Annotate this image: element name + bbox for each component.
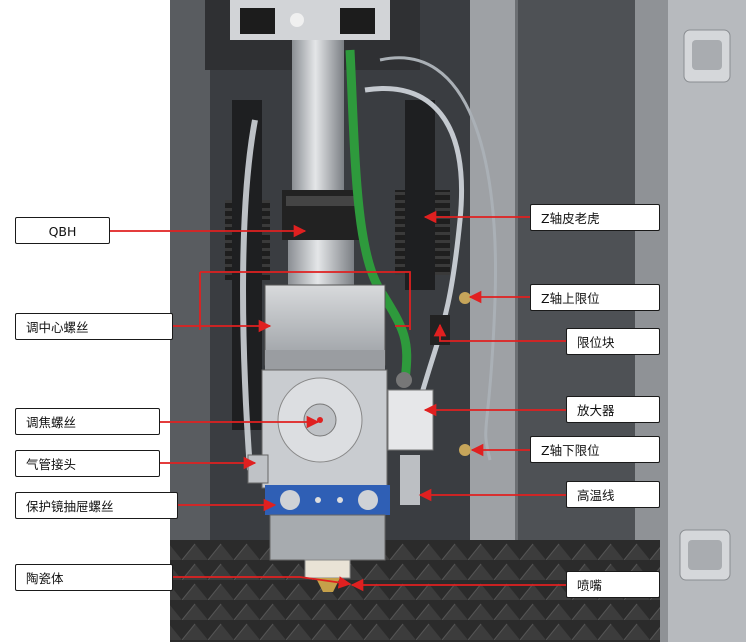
label-amplifier: 放大器 <box>566 396 660 423</box>
arrow-limit-block <box>433 323 566 342</box>
protective-lens-drawer <box>265 485 390 515</box>
door-hinges <box>679 29 731 581</box>
label-z-lower-limit: Z轴下限位 <box>530 436 660 463</box>
arrow-center-screw-bracket <box>200 271 411 330</box>
annotation-arrows <box>110 210 566 592</box>
tube-right <box>364 86 464 401</box>
label-high-temp-wire: 高温线 <box>566 481 660 508</box>
label-focus-screw: 调焦螺丝 <box>15 408 160 435</box>
arrow-ceramic <box>173 576 352 589</box>
label-z-cover: Z轴皮老虎 <box>530 204 660 231</box>
label-nozzle: 喷嘴 <box>566 571 660 598</box>
label-qbh: QBH <box>15 217 110 244</box>
label-center-screw: 调中心螺丝 <box>15 313 173 340</box>
focus-body <box>261 369 388 489</box>
label-limit-block: 限位块 <box>566 328 660 355</box>
label-air-connector: 气管接头 <box>15 450 160 477</box>
label-z-upper-limit: Z轴上限位 <box>530 284 660 311</box>
air-connector <box>247 454 269 484</box>
amplifier-box <box>387 389 434 451</box>
label-ceramic: 陶瓷体 <box>15 564 173 591</box>
ceramic-body <box>304 559 351 579</box>
label-drawer-screw: 保护镜抽屉螺丝 <box>15 492 178 519</box>
machine-background <box>170 0 746 642</box>
